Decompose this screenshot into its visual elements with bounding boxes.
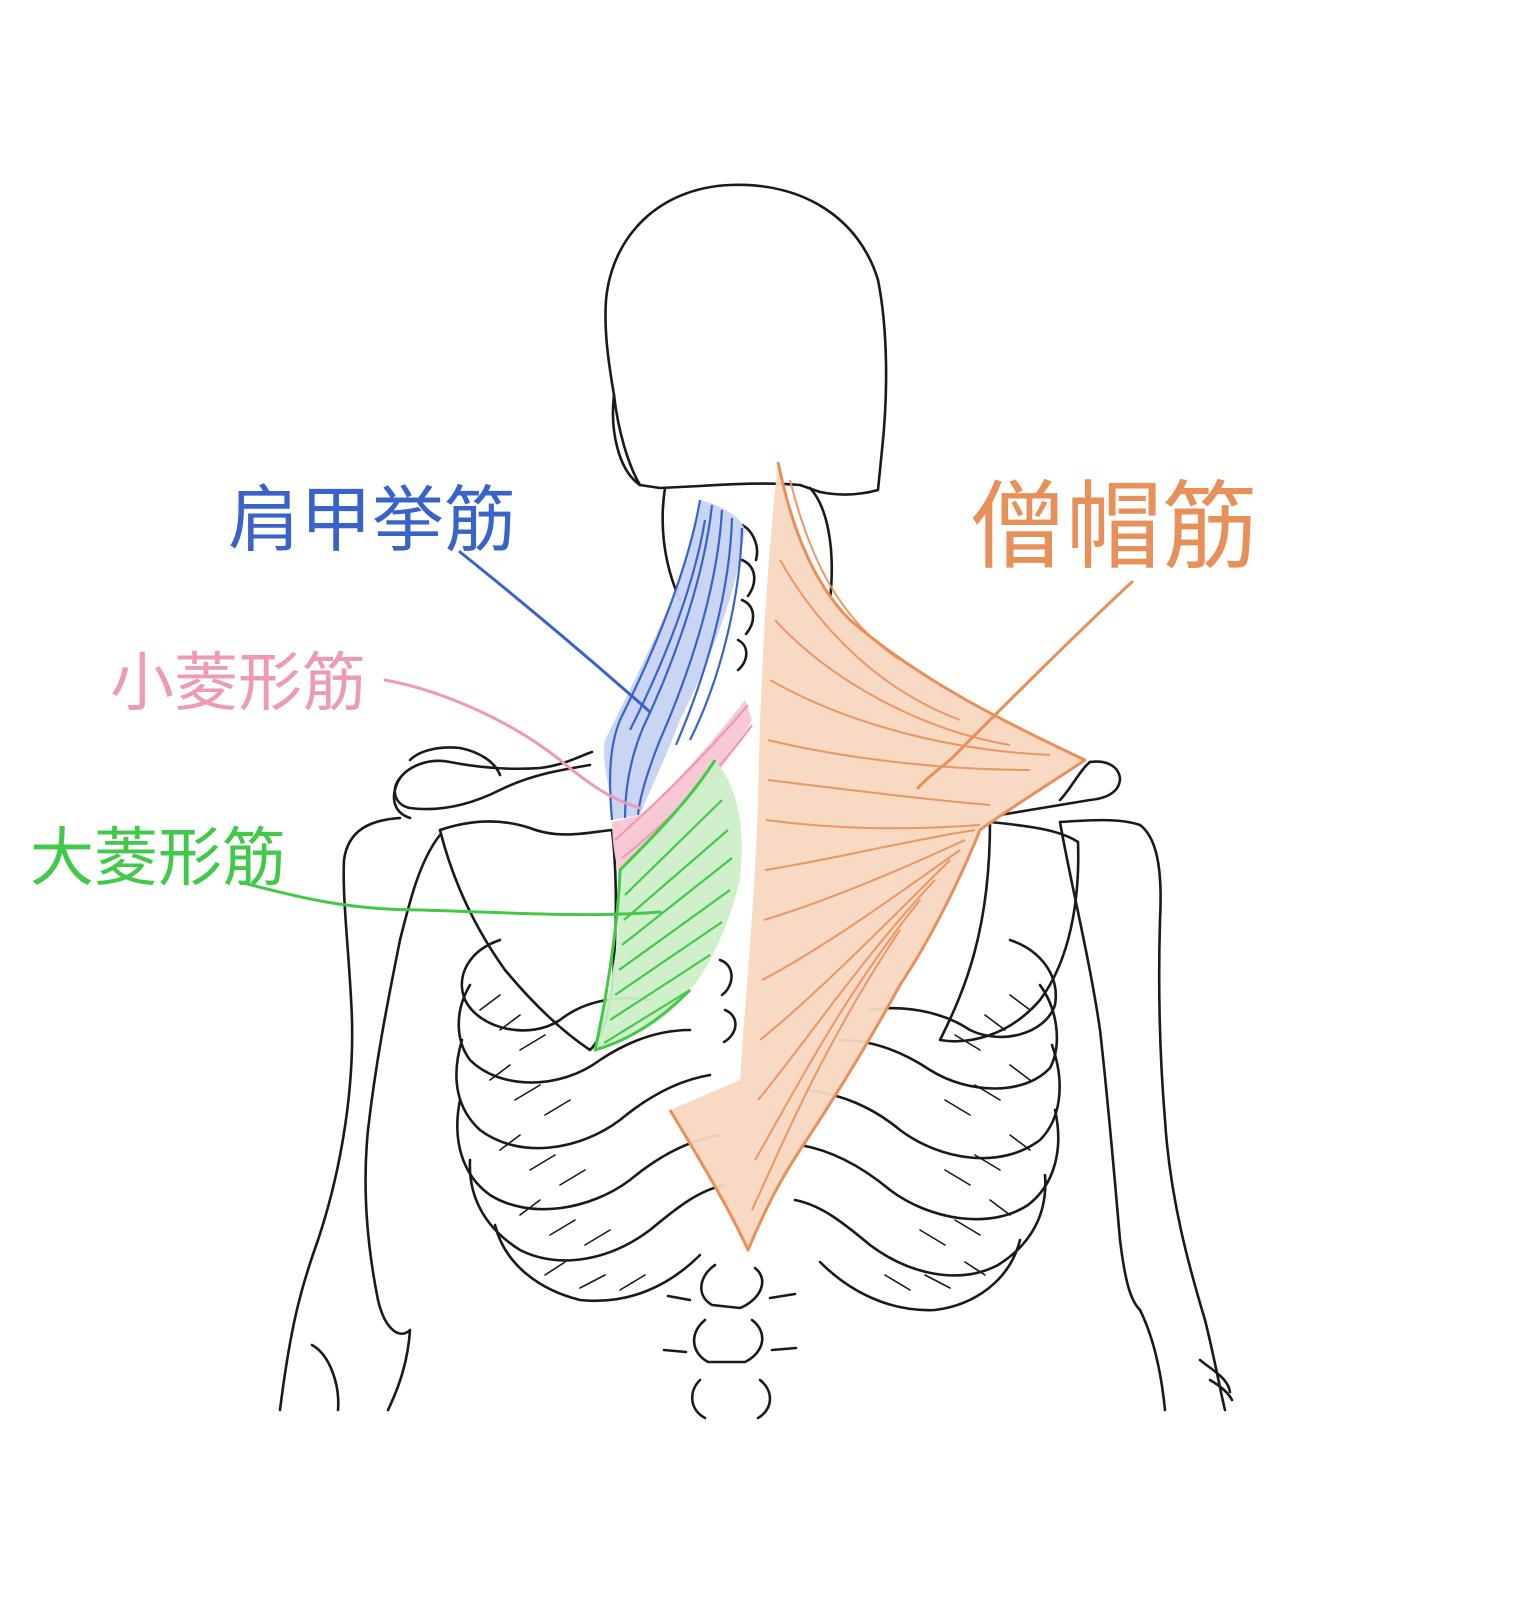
trapezius-fill (670, 462, 1085, 1250)
levator-scapulae-muscle (603, 499, 745, 821)
right-clavicle (998, 760, 1122, 817)
right-humerus (1058, 818, 1227, 1412)
left-humerus (278, 816, 402, 1412)
rhomboid-minor-fill (612, 700, 752, 870)
lower-spine (662, 958, 798, 1420)
levator-leader-line (458, 550, 652, 714)
rhomboid-minor-label: 小菱形筋 (110, 647, 366, 721)
trapezius-leader-line (916, 580, 1134, 790)
rhomboid-major-fill (595, 760, 742, 1050)
left-scapula (438, 820, 618, 1052)
rhomboid-major-muscle (593, 759, 742, 1052)
neck-left (661, 486, 682, 602)
rhomboid-major-label: 大菱形筋 (30, 822, 286, 896)
rhomboid-major-leader-line (238, 880, 662, 917)
trapezius-label: 僧帽筋 (970, 471, 1258, 583)
skeleton (278, 183, 1234, 1420)
levator-fill (603, 500, 745, 820)
rib-cage (455, 938, 1061, 1312)
right-scapula (938, 820, 1080, 1043)
skull (604, 183, 888, 496)
rhomboid-major-outline (593, 759, 717, 1052)
trapezius-muscle (668, 461, 1087, 1252)
levator-scapulae-label: 肩甲挙筋 (228, 478, 516, 562)
rhomboid-minor-leader-line (383, 678, 642, 810)
neck-right (808, 486, 834, 602)
